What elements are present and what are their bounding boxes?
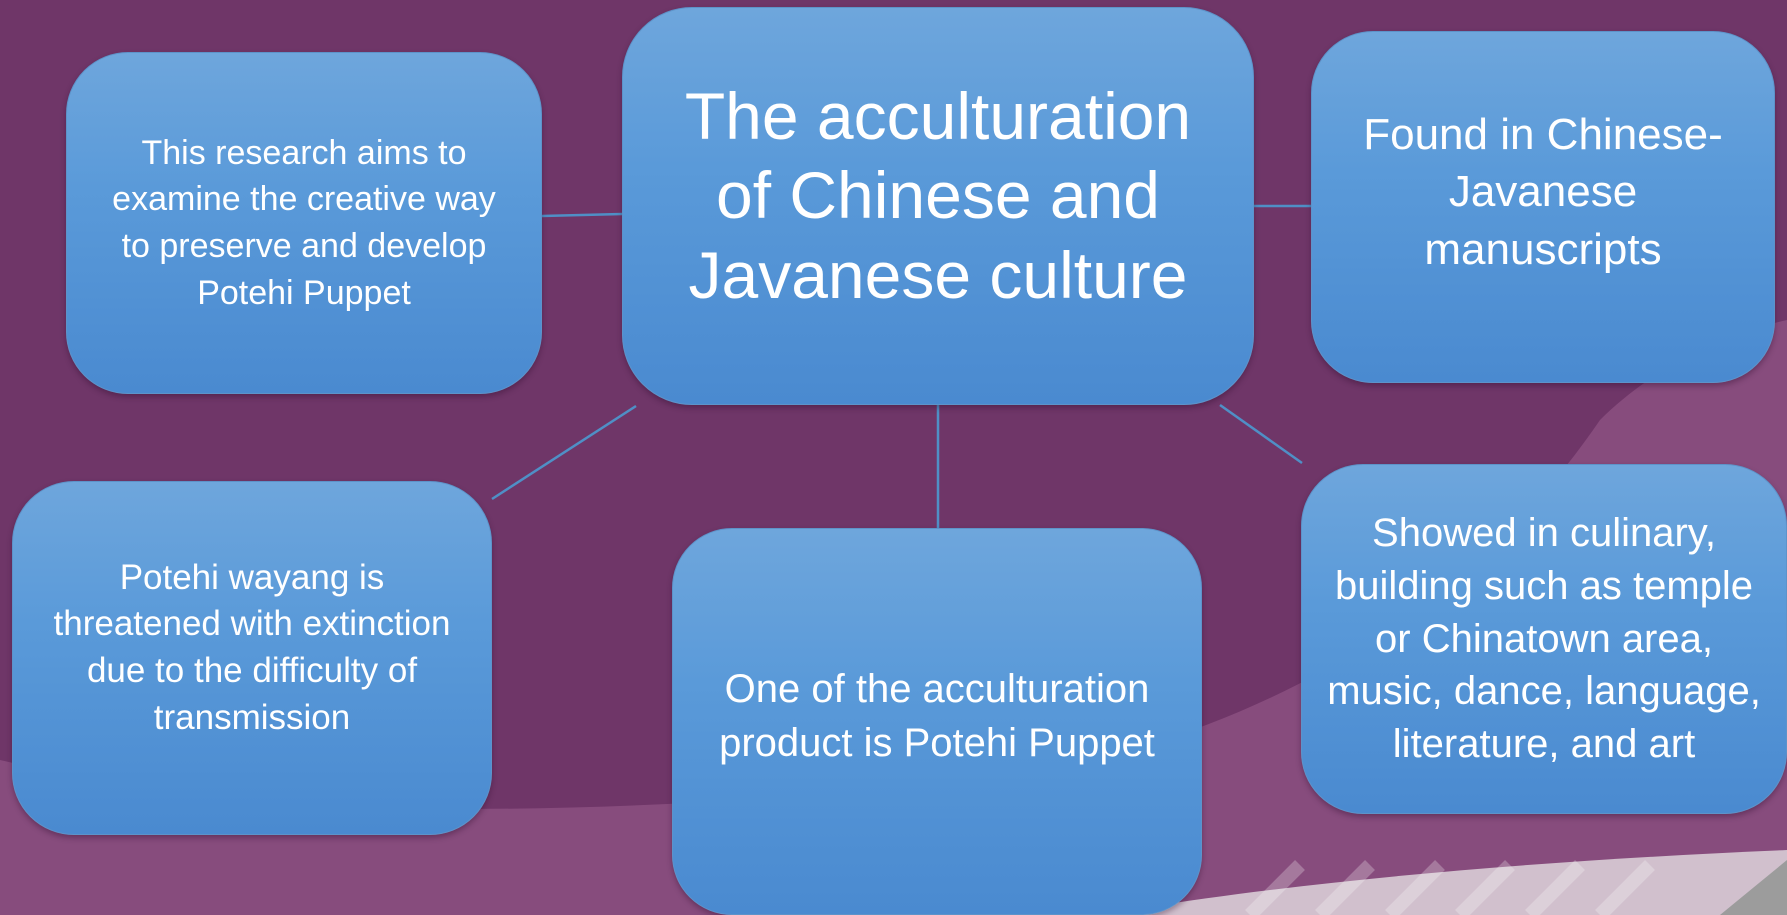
node-central-topic: The acculturation of Chinese and Javanes… [622,7,1254,405]
node-acculturation-product: One of the acculturation product is Pote… [672,528,1202,915]
connector-top-left [541,212,623,218]
node-cultural-areas: Showed in culinary, building such as tem… [1301,464,1787,814]
connector-bottom-right [1219,403,1303,465]
node-cultural-areas-text: Showed in culinary, building such as tem… [1327,511,1761,767]
node-acculturation-product-text: One of the acculturation product is Pote… [719,667,1155,765]
background-corner-shape [1720,860,1787,915]
node-central-topic-text: The acculturation of Chinese and Javanes… [684,79,1192,312]
node-research-aim: This research aims to examine the creati… [66,52,542,394]
node-manuscripts-text: Found in Chinese-Javanese manuscripts [1363,110,1723,274]
background-stripes [1245,860,1655,915]
node-extinction-threat: Potehi wayang is threatened with extinct… [12,481,492,835]
connector-bottom-left [491,404,637,501]
node-research-aim-text: This research aims to examine the creati… [112,133,496,312]
background-wave-light [1100,850,1787,915]
node-manuscripts: Found in Chinese-Javanese manuscripts [1311,31,1775,383]
node-extinction-threat-text: Potehi wayang is threatened with extinct… [53,557,451,737]
